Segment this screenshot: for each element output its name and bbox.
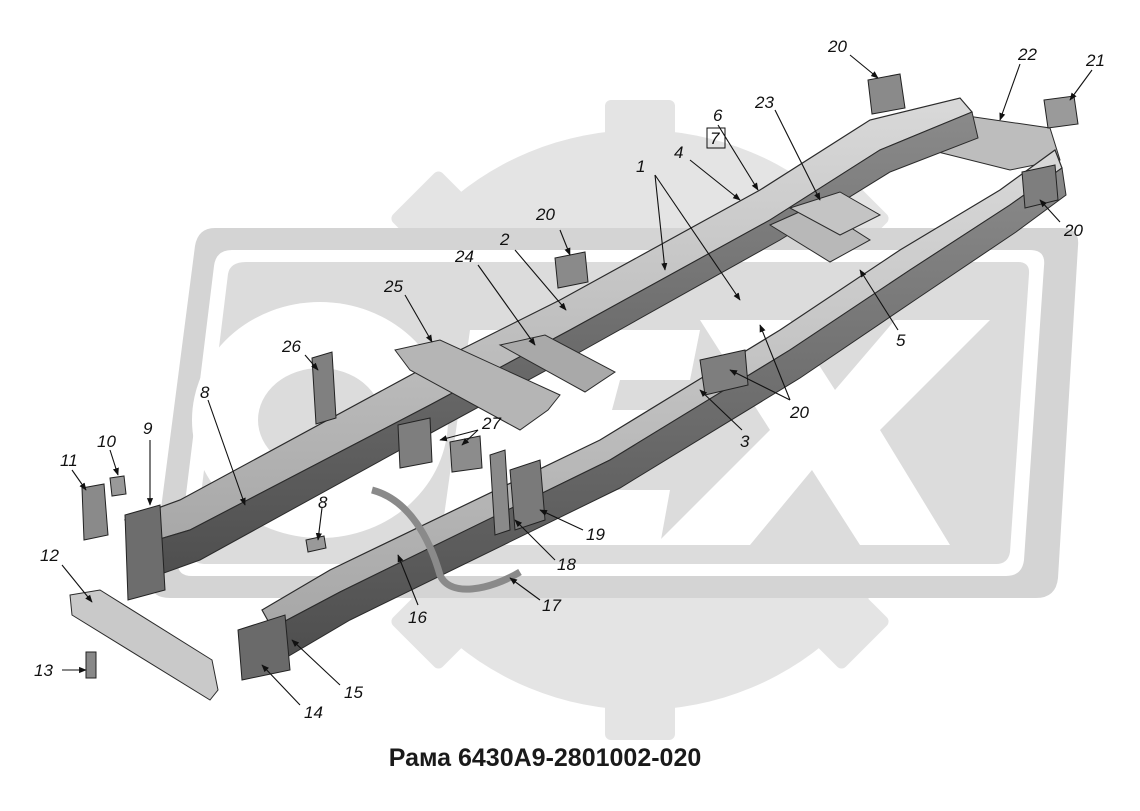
callout-label: 12	[40, 546, 59, 565]
callout-label: 19	[586, 525, 605, 544]
part-26	[311, 351, 337, 425]
callout-label: 10	[97, 432, 116, 451]
callout-label: 7	[710, 129, 720, 148]
bracket-27	[397, 417, 433, 469]
front-bracket-14	[237, 614, 291, 681]
callout-label: 4	[674, 143, 683, 162]
callout-label: 8	[200, 383, 210, 402]
chassis-frame	[69, 73, 1079, 701]
callout-label: 9	[143, 419, 153, 438]
callouts	[61, 54, 1093, 706]
callout-label: 20	[535, 205, 555, 224]
callout-labels: 20 22 21 6 7 23 1 4 20 20 2 24 25 26 8 9…	[34, 37, 1105, 722]
callout-label: 6	[713, 106, 723, 125]
part-11	[81, 483, 109, 541]
bracket-18	[489, 449, 511, 536]
callout-label: 14	[304, 703, 323, 722]
spring-mount-20b	[1021, 164, 1059, 209]
pipe-17	[370, 486, 522, 593]
crossmember-front	[394, 339, 561, 431]
callout-label: 24	[454, 247, 474, 266]
callout-label: 23	[754, 93, 774, 112]
front-bracket-9	[124, 504, 166, 601]
callout-label: 17	[542, 596, 561, 615]
crossmember-23	[788, 191, 882, 236]
callout-label: 20	[827, 37, 847, 56]
callout-label: 15	[344, 683, 363, 702]
callout-label: 27	[481, 414, 501, 433]
callout-label: 8	[318, 493, 328, 512]
spring-mount-20a	[699, 349, 749, 396]
callout-label: 11	[60, 451, 78, 470]
part-10	[109, 475, 127, 497]
callout-label: 20	[1063, 221, 1083, 240]
diagram-caption: Рама 6430А9-2801002-020	[388, 744, 702, 772]
callout-label: 2	[499, 230, 510, 249]
part-13	[85, 651, 97, 679]
callout-label: 18	[557, 555, 576, 574]
callout-box-7	[706, 127, 726, 149]
callout-label: 22	[1017, 45, 1037, 64]
part-20-mid	[554, 251, 589, 289]
bracket-19	[509, 459, 546, 531]
part-20-top	[867, 73, 906, 115]
part-21	[1043, 95, 1079, 129]
callout-label: 1	[636, 157, 645, 176]
callout-label: 3	[740, 432, 750, 451]
callout-label: 25	[383, 277, 403, 296]
callout-label: 21	[1085, 51, 1105, 70]
callout-label: 20	[789, 403, 809, 422]
bumper-12	[69, 589, 219, 701]
callout-label: 16	[408, 608, 427, 627]
callout-label: 5	[896, 331, 906, 350]
callout-label: 13	[34, 661, 53, 680]
callout-label: 26	[281, 337, 301, 356]
